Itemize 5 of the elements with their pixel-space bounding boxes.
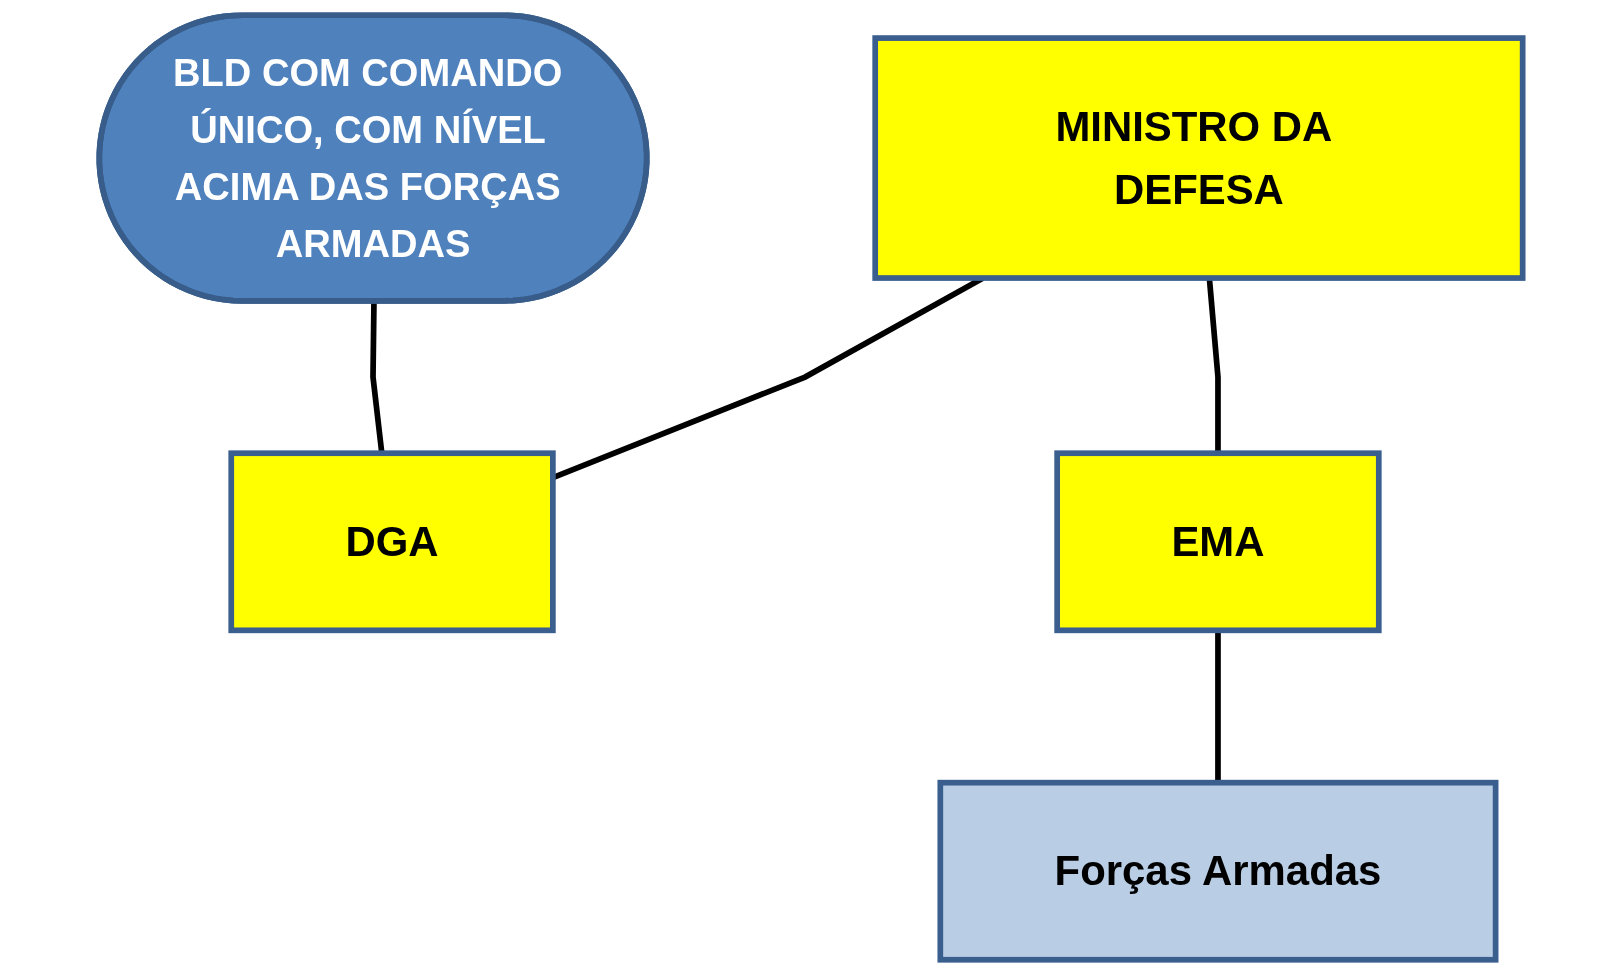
node-box: EMA xyxy=(1054,450,1382,634)
node-box: Forças Armadas xyxy=(937,779,1499,963)
connector xyxy=(1215,630,1221,783)
node-box: DGA xyxy=(228,450,556,634)
node-box: MINISTRO DA DEFESA xyxy=(872,35,1526,281)
